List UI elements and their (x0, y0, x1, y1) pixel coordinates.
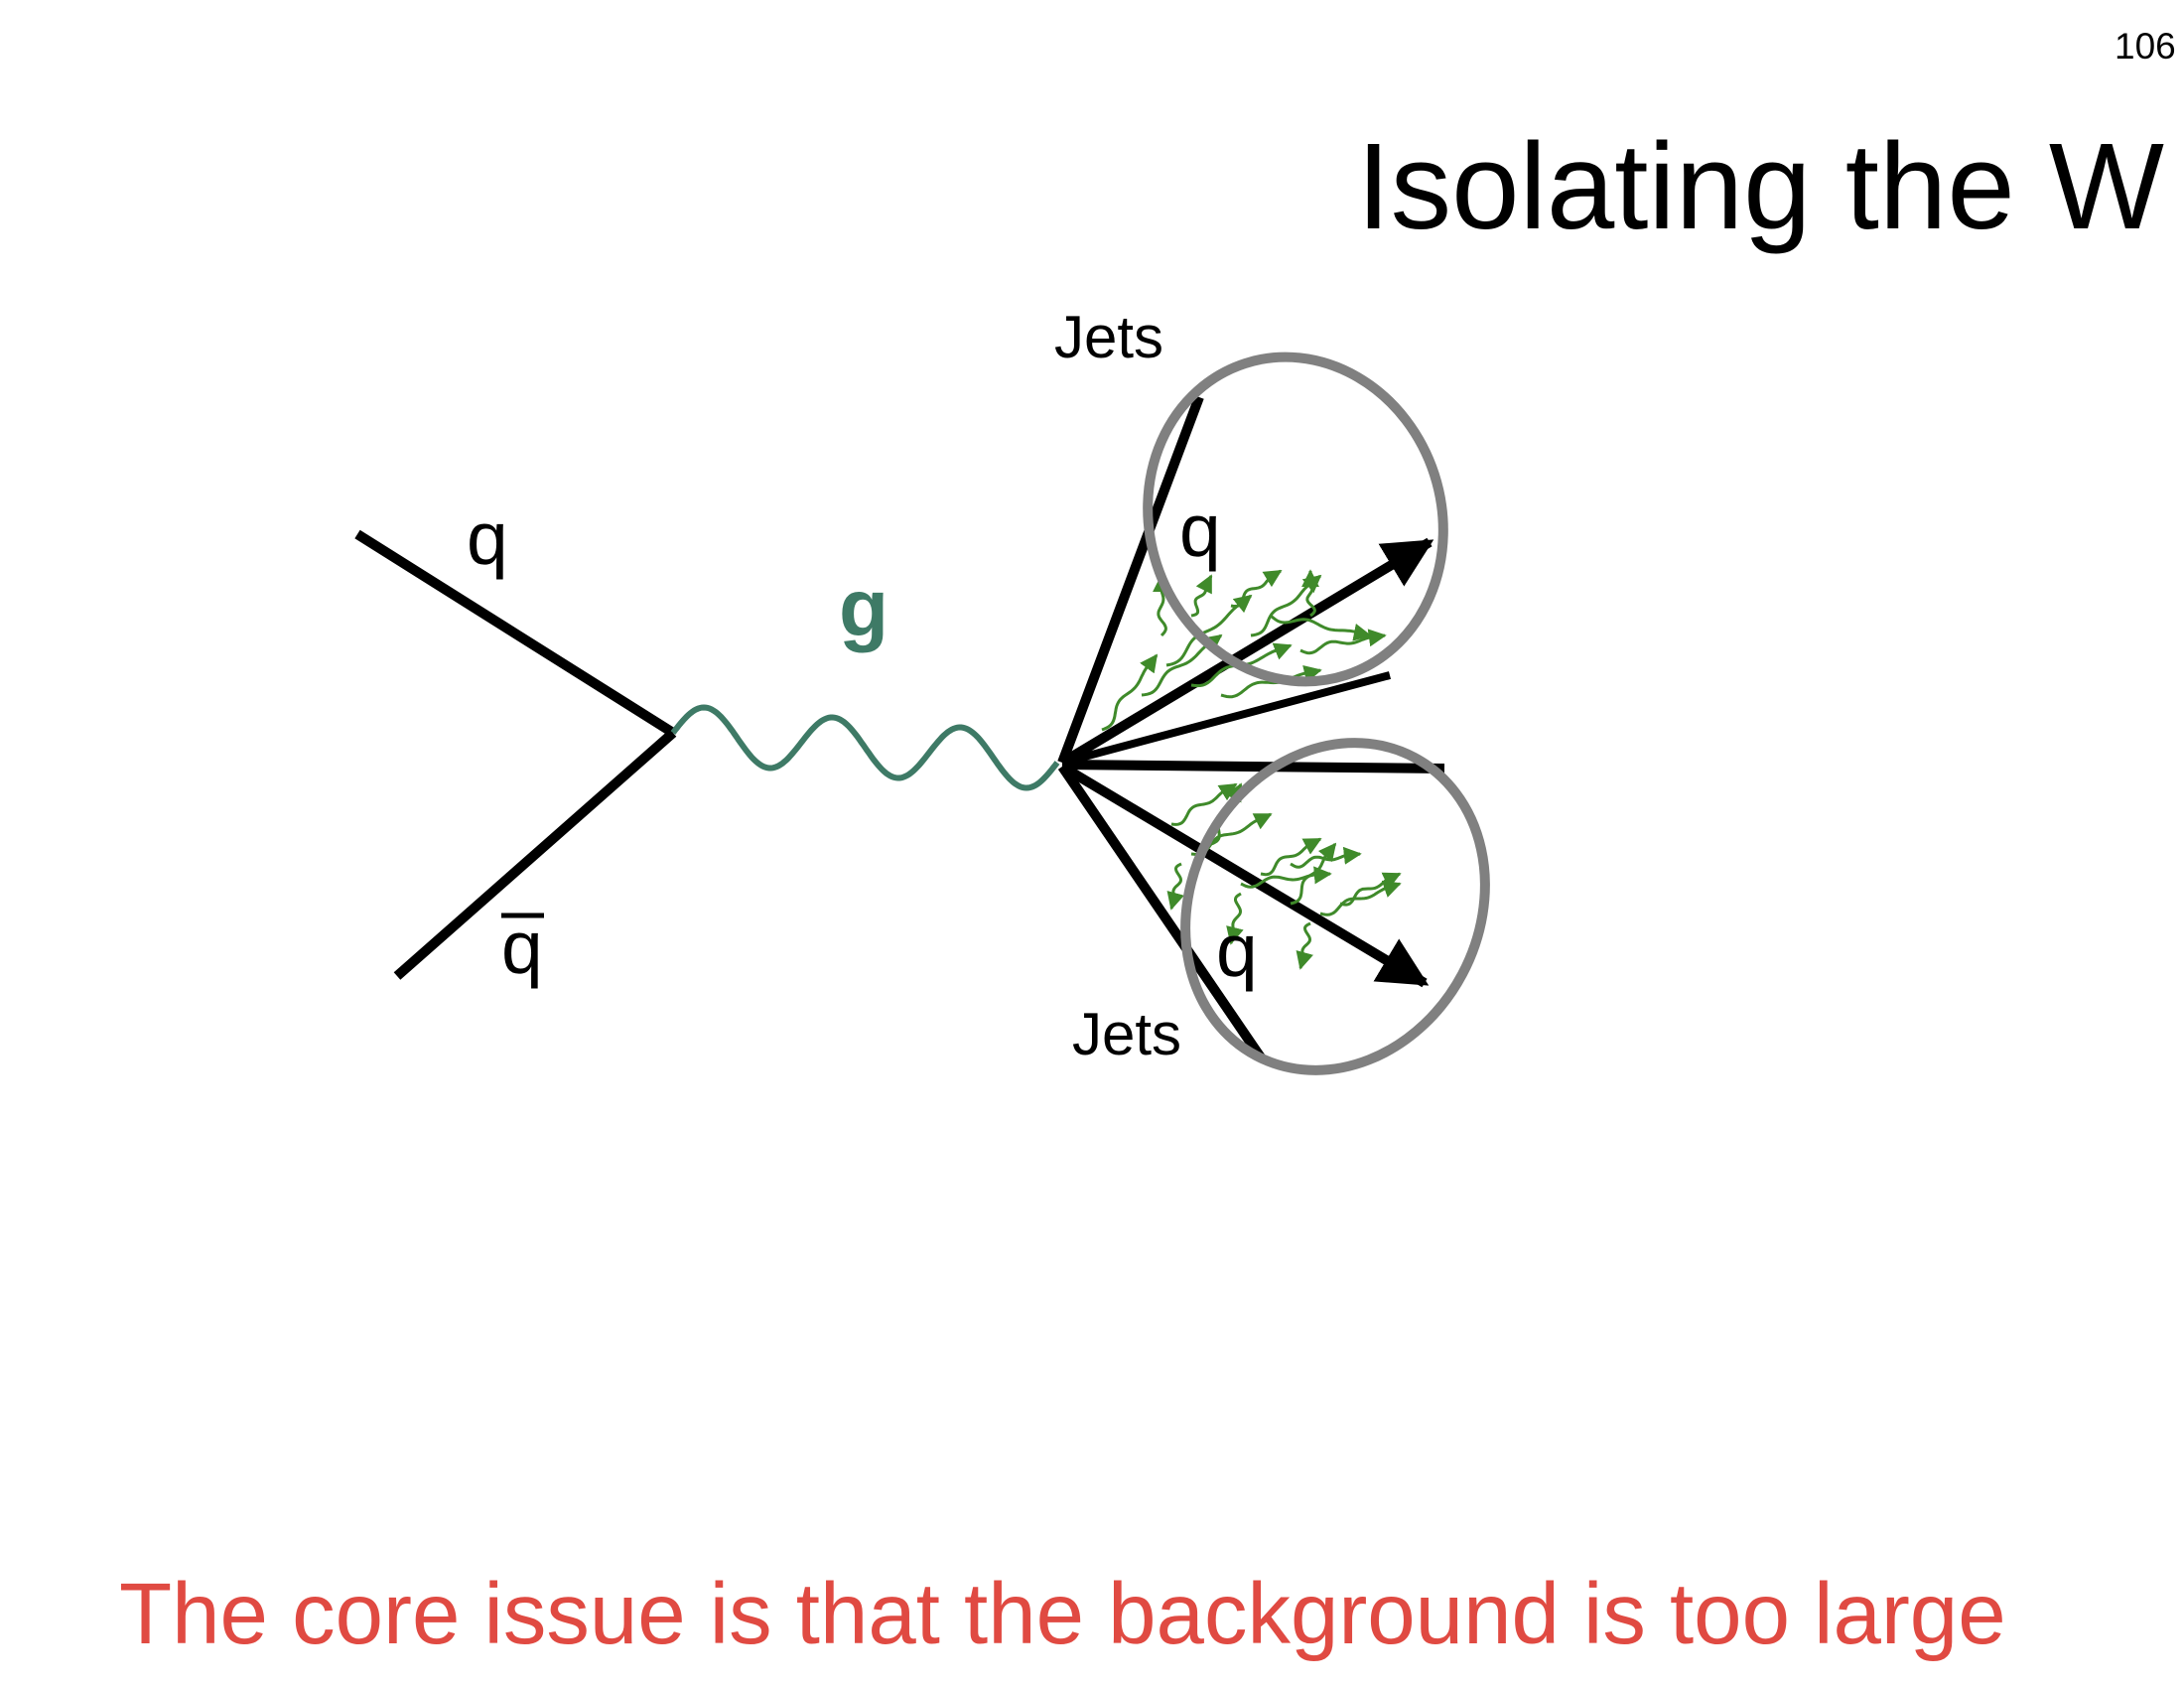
jet-cone-top-ellipse (1143, 352, 1448, 687)
outgoing-quark-top-arrow (1059, 537, 1434, 768)
radiation-arrow (1301, 569, 1319, 618)
radiation-arrow (1290, 842, 1337, 906)
radiation-arrow (1170, 782, 1238, 826)
page-number: 106 (2115, 26, 2176, 67)
radiation-arrow (1296, 921, 1313, 970)
radiation-arrow (1101, 653, 1159, 732)
incoming-quark-line (354, 529, 676, 738)
jet-cone-upper-edge (1057, 395, 1204, 765)
jet-cone-bottom-ellipse (1180, 738, 1490, 1075)
radiation-arrow (1220, 665, 1322, 699)
outgoing-quark-bottom-arrow (1059, 762, 1430, 988)
incoming-quark-label: q (467, 496, 508, 580)
gluon-label: g (839, 563, 888, 653)
gluon-line (670, 704, 1060, 791)
radiation-arrow (1190, 574, 1213, 618)
radiation-arrow (1226, 892, 1244, 945)
radiation-arrow (1230, 569, 1283, 609)
jet-cone-upper-inner (1060, 671, 1392, 767)
caption: The core issue is that the background is… (119, 1566, 2006, 1662)
radiation-arrow (1299, 629, 1387, 655)
outgoing-quark-top-label: q (1179, 489, 1221, 572)
radiation-arrow (1260, 837, 1322, 877)
jet-cone-lower-edge (1057, 764, 1266, 1060)
jet-top-label: Jets (1054, 304, 1163, 370)
slide-title: Isolating the W (1356, 119, 2164, 255)
radiation-arrow (1319, 880, 1402, 916)
jet-bottom-label: Jets (1072, 1001, 1181, 1067)
incoming-antiquark-label: q (501, 906, 543, 989)
jet-cone-middle (1061, 760, 1445, 774)
outgoing-quark-bottom-label: q (1216, 909, 1258, 992)
radiation-arrow (1339, 872, 1402, 907)
incoming-antiquark-line (393, 729, 677, 980)
radiation-arrow (1269, 614, 1372, 641)
radiation-arrow (1166, 862, 1184, 911)
radiation-arrow (1240, 866, 1332, 889)
